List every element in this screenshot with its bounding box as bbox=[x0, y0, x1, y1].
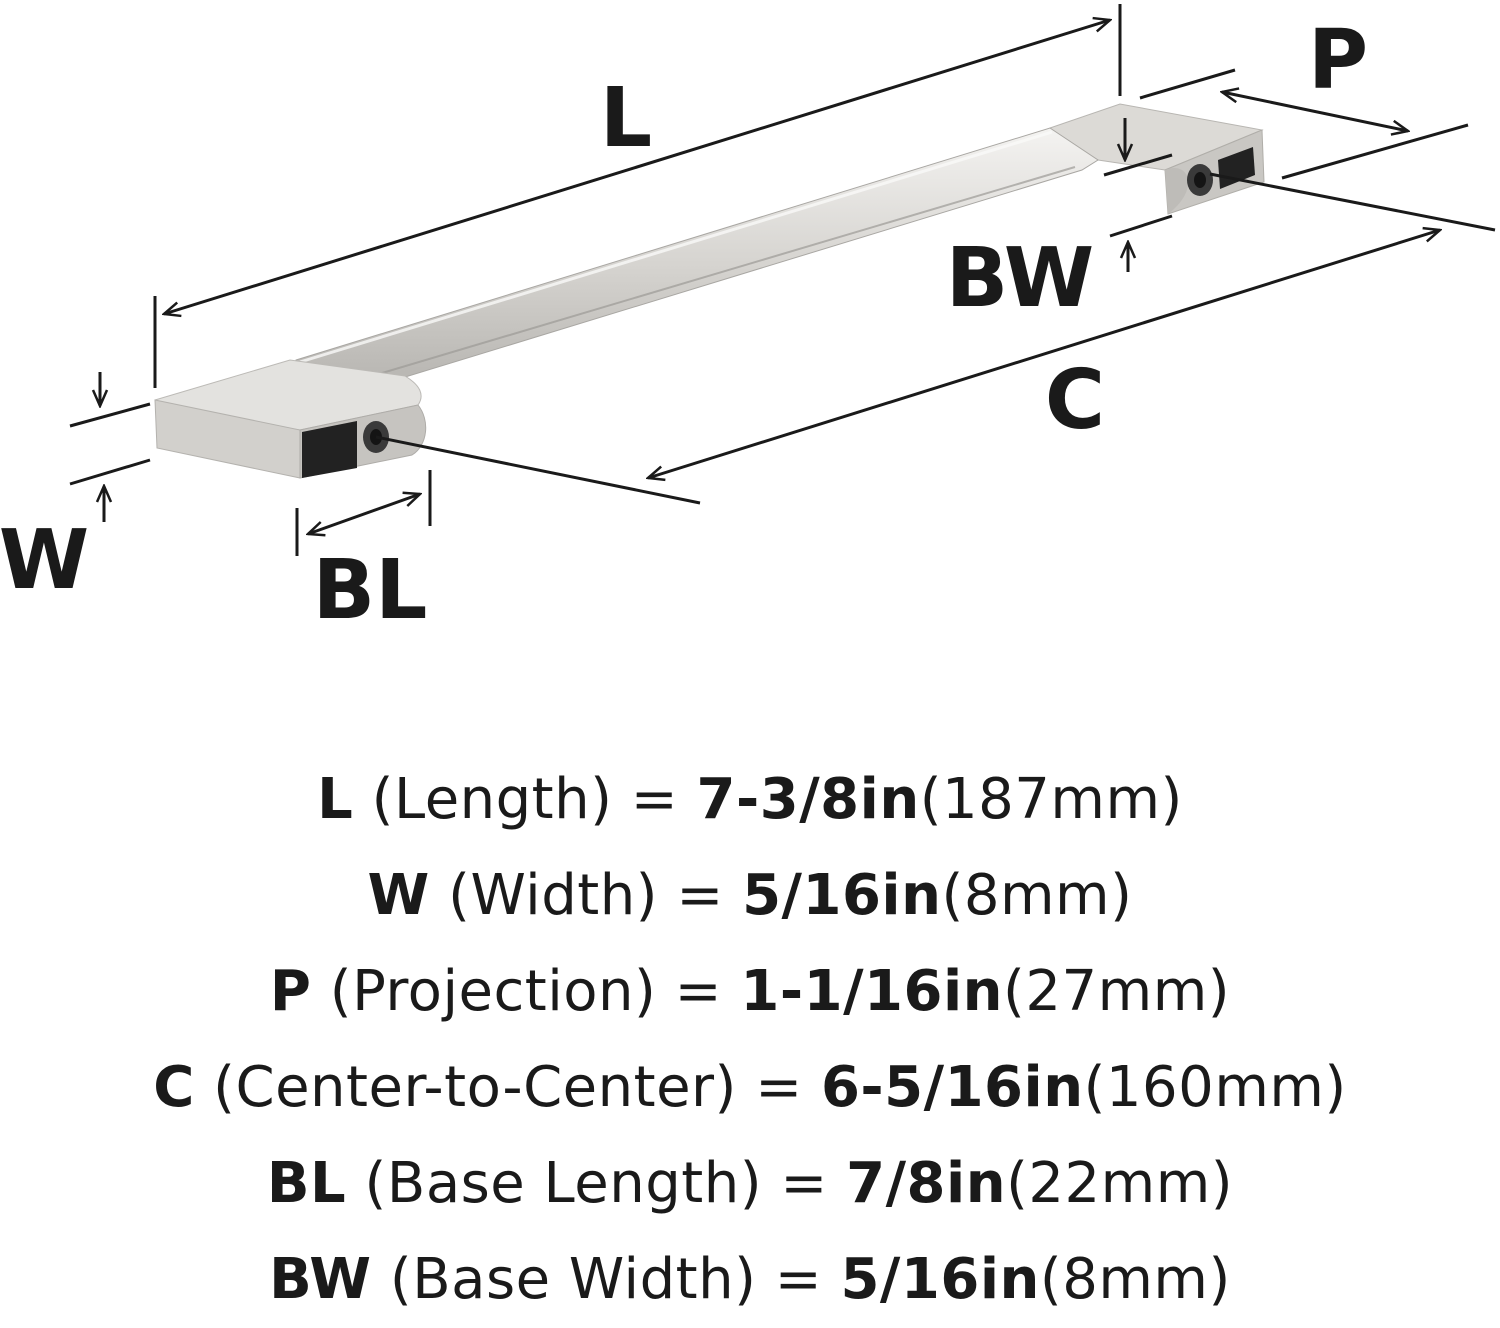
left-slot bbox=[302, 421, 357, 478]
spec-millimeters: (187mm) bbox=[919, 767, 1183, 832]
spec-description: (Width) bbox=[448, 863, 659, 928]
center-to-center-arrow bbox=[648, 230, 1440, 478]
dimension-lines bbox=[69, 4, 1496, 556]
spec-base-length: BL (Base Length) = 7/8in(22mm) bbox=[0, 1136, 1500, 1232]
spec-description: (Length) bbox=[371, 767, 613, 832]
label-projection: P bbox=[1308, 13, 1368, 108]
label-base-length: BL bbox=[313, 543, 428, 638]
handle-dimension-drawing: L P BW C W BL bbox=[0, 4, 1496, 638]
base-width-extension-bottom bbox=[1109, 214, 1173, 238]
spec-abbr: C bbox=[153, 1055, 195, 1120]
spec-center-to-center: C (Center-to-Center) = 6-5/16in(160mm) bbox=[0, 1040, 1500, 1136]
spec-inches: 5/16in bbox=[840, 1247, 1040, 1312]
projection-extension-top bbox=[1139, 68, 1236, 100]
spec-description: (Projection) bbox=[329, 959, 657, 1024]
center-line-right bbox=[1209, 172, 1496, 232]
center-line-left bbox=[375, 435, 701, 505]
projection-extension-bottom bbox=[1281, 123, 1469, 180]
spec-abbr: BL bbox=[266, 1151, 347, 1216]
spec-equals: = bbox=[780, 1151, 828, 1216]
spec-inches: 7/8in bbox=[846, 1151, 1007, 1216]
spec-inches: 7-3/8in bbox=[696, 767, 920, 832]
spec-length: L (Length) = 7-3/8in(187mm) bbox=[0, 752, 1500, 848]
spec-inches: 5/16in bbox=[742, 863, 942, 928]
spec-abbr: L bbox=[317, 767, 354, 832]
spec-abbr: BW bbox=[269, 1247, 372, 1312]
spec-abbr: W bbox=[367, 863, 430, 928]
spec-description: (Base Length) bbox=[364, 1151, 763, 1216]
label-base-width: BW bbox=[946, 231, 1094, 326]
spec-description: (Base Width) bbox=[389, 1247, 757, 1312]
spec-inches: 6-5/16in bbox=[820, 1055, 1084, 1120]
spec-millimeters: (8mm) bbox=[941, 863, 1133, 928]
base-length-arrow bbox=[308, 494, 420, 534]
spec-base-width: BW (Base Width) = 5/16in(8mm) bbox=[0, 1232, 1500, 1328]
label-length: L bbox=[600, 71, 652, 166]
label-width: W bbox=[0, 513, 89, 608]
spec-equals: = bbox=[674, 959, 723, 1024]
spec-millimeters: (27mm) bbox=[1003, 959, 1231, 1024]
spec-inches: 1-1/16in bbox=[740, 959, 1004, 1024]
spec-projection: P (Projection) = 1-1/16in(27mm) bbox=[0, 944, 1500, 1040]
dimension-labels: L P BW C W BL bbox=[0, 13, 1368, 638]
length-arrow bbox=[164, 20, 1110, 314]
spec-equals: = bbox=[630, 767, 679, 832]
dimension-spec-list: L (Length) = 7-3/8in(187mm) W (Width) = … bbox=[0, 752, 1500, 1328]
label-center-to-center: C bbox=[1045, 353, 1105, 448]
spec-abbr: P bbox=[269, 959, 312, 1024]
spec-millimeters: (22mm) bbox=[1006, 1151, 1234, 1216]
width-extension-top bbox=[69, 402, 151, 428]
spec-width: W (Width) = 5/16in(8mm) bbox=[0, 848, 1500, 944]
spec-equals: = bbox=[676, 863, 724, 928]
width-extension-bottom bbox=[69, 458, 151, 486]
spec-equals: = bbox=[755, 1055, 803, 1120]
spec-millimeters: (160mm) bbox=[1083, 1055, 1347, 1120]
spec-equals: = bbox=[774, 1247, 823, 1312]
spec-description: (Center-to-Center) bbox=[213, 1055, 737, 1120]
spec-millimeters: (8mm) bbox=[1039, 1247, 1231, 1312]
projection-arrow bbox=[1222, 92, 1408, 131]
base-width-extension-top bbox=[1103, 153, 1173, 177]
